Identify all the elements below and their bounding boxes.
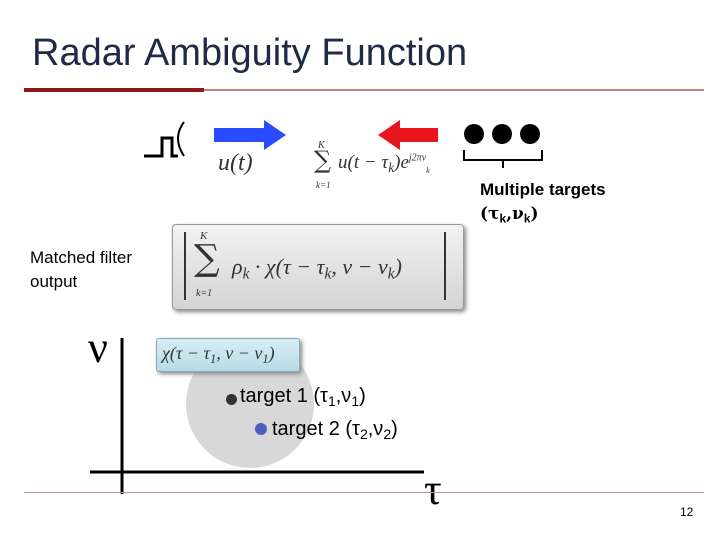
targets-label-sub-1: k	[499, 211, 507, 226]
matched-chi: · χ(τ − τ	[249, 254, 325, 279]
target-2-text: target 2 (τ	[272, 418, 360, 440]
matched-rho-sub: k	[242, 265, 250, 283]
matched-rho: ρ	[232, 254, 243, 279]
abs-bar-left	[184, 232, 186, 300]
chi-tau-sub: 1	[209, 351, 217, 366]
targets-label: Multiple targets	[480, 180, 606, 199]
matched-filter-label: Matched filter	[30, 248, 133, 267]
matched-nu-sub: k	[387, 265, 395, 283]
chi-close: )	[268, 343, 275, 363]
y-axis-symbol: ν	[88, 323, 108, 372]
target-1-dot	[226, 394, 237, 405]
matched-nu: , ν − ν	[331, 254, 388, 279]
target-1-label: target 1 (τ1,ν1)	[240, 385, 366, 409]
page-title: Radar Ambiguity Function	[32, 32, 468, 74]
title-underline	[204, 89, 704, 91]
chi-nu: , ν − ν	[216, 343, 263, 363]
receive-signal-close: )e	[394, 152, 409, 173]
target-2-label: target 2 (τ2,ν2)	[272, 418, 398, 442]
target-2-dot	[255, 423, 267, 435]
targets-icon	[463, 124, 543, 168]
targets-label-symbols: (τk,νk)	[480, 204, 539, 226]
chi-nu-sub: 1	[262, 351, 269, 366]
matched-sum-sign: ∑	[194, 238, 220, 279]
receive-exponent-sub: k	[426, 165, 430, 175]
target-1-text: target 1 (τ	[240, 385, 328, 407]
receive-sum-sign: ∑	[314, 146, 332, 174]
echo-arrow-icon	[378, 120, 438, 150]
matched-filter-expression: ρk · χ(τ − τk, ν − νk)	[232, 254, 402, 284]
targets-label-tau: (τ	[480, 204, 500, 224]
target-2-sub-b: 2	[383, 426, 392, 443]
target-2-close: )	[391, 418, 398, 440]
footer-rule	[24, 492, 704, 493]
chi-tau: χ(τ − τ	[162, 343, 210, 363]
page-number: 12	[680, 505, 694, 519]
receive-signal: u(t − τk)ej2πνk	[338, 152, 430, 176]
ambiguity-plot-axes	[90, 338, 424, 494]
target-1-sub-b: 1	[351, 393, 360, 410]
target-2-mid: ,ν	[367, 418, 384, 440]
transmit-signal: u(t)	[218, 150, 253, 176]
target-1-close: )	[359, 385, 366, 407]
chi-expression: χ(τ − τ1, ν − ν1)	[162, 343, 275, 367]
matched-close: )	[394, 254, 402, 279]
abs-bar-right	[444, 232, 446, 300]
pulse-icon	[144, 121, 185, 158]
target-2-sub-a: 2	[359, 426, 368, 443]
chi-box	[156, 338, 300, 372]
targets-label-close: )	[530, 204, 539, 224]
matched-filter-box	[172, 224, 464, 310]
target-1-sub-a: 1	[327, 393, 336, 410]
x-axis-symbol: τ	[424, 465, 442, 514]
target-1-mid: ,ν	[335, 385, 352, 407]
title-underline-accent	[24, 88, 204, 92]
matched-filter-label-line2: output	[30, 272, 78, 291]
matched-sum-upper: K	[200, 230, 208, 242]
targets-label-sub-2: k	[523, 211, 531, 226]
receive-sum-upper: K	[318, 140, 325, 151]
receive-signal-exponent: j2πν	[408, 152, 427, 164]
receive-sum-lower: k=1	[316, 180, 331, 190]
receive-signal-main: u(t − τ	[338, 152, 389, 173]
transmit-arrow-icon	[214, 120, 286, 150]
matched-sum-lower: k=1	[196, 288, 213, 299]
targets-label-nu: ,ν	[506, 204, 524, 224]
matched-tau-sub: k	[324, 265, 332, 283]
receive-signal-sub: k	[388, 159, 395, 175]
